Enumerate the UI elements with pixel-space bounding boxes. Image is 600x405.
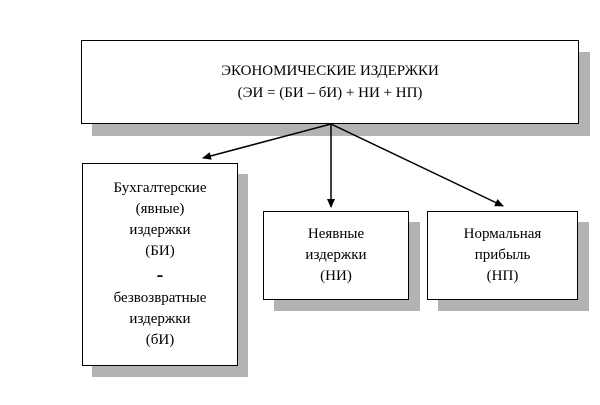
implicit-costs-line-3: (НИ) <box>320 268 352 284</box>
implicit-costs-line-1: Неявные <box>307 226 365 242</box>
economic-costs-box: ЭКОНОМИЧЕСКИЕ ИЗДЕРЖКИ (ЭИ = (БИ – бИ) +… <box>81 40 579 124</box>
normal-profit-line-3: (НП) <box>486 268 519 284</box>
accounting-costs-line-3: издержки <box>129 222 191 238</box>
accounting-costs-line-4: (БИ) <box>145 243 175 259</box>
normal-profit-line-2: прибыль <box>474 247 531 263</box>
accounting-costs-box: Бухгалтерские (явные) издержки (БИ) - бе… <box>82 163 238 366</box>
minus-operator: - <box>156 264 164 286</box>
implicit-costs-box: Неявные издержки (НИ) <box>263 211 409 300</box>
accounting-costs-line-1: Бухгалтерские <box>113 180 207 196</box>
normal-profit-box: Нормальная прибыль (НП) <box>427 211 578 300</box>
economic-costs-title: ЭКОНОМИЧЕСКИЕ ИЗДЕРЖКИ <box>221 63 439 79</box>
sunk-costs-line-3: (бИ) <box>145 332 175 348</box>
sunk-costs-line-2: издержки <box>129 311 191 327</box>
normal-profit-line-1: Нормальная <box>463 226 542 242</box>
economic-costs-formula: (ЭИ = (БИ – бИ) + НИ + НП) <box>237 85 423 101</box>
implicit-costs-line-2: издержки <box>305 247 367 263</box>
arrow-to-normal-profit <box>330 123 504 207</box>
accounting-costs-line-2: (явные) <box>135 201 185 217</box>
sunk-costs-line-1: безвозвратные <box>113 290 207 306</box>
